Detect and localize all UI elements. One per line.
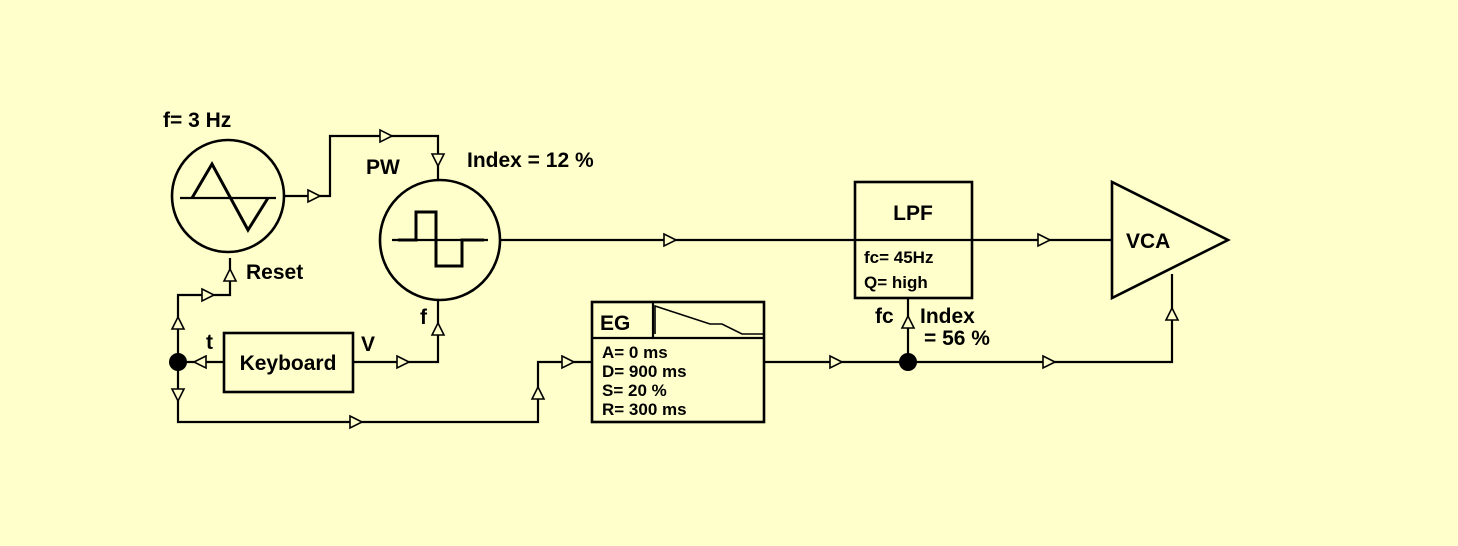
envelope-shape-icon [654,304,764,335]
wire-lfo-to-pw [285,134,440,198]
eg-param-decay: D= 900 ms [602,362,687,381]
keyboard-v-label: V [361,333,375,356]
lfo-freq-label: f= 3 Hz [163,109,231,132]
arrow-up-icon [170,315,186,330]
junction-dot-eg [899,353,917,371]
eg-param-sustain: S= 20 % [602,381,667,400]
keyboard-block [222,331,355,394]
arrow-right-icon [379,128,394,144]
arrow-right-icon [1037,232,1052,248]
wire-to-reset [176,258,232,362]
eg-title: EG [600,312,630,335]
vca-title: VCA [1126,230,1170,253]
arrow-right-icon [663,232,678,248]
pulse-index-label: Index = 12 % [467,149,594,172]
arrow-up-icon [222,267,238,282]
pw-input-label: PW [366,156,400,179]
arrow-right-icon [307,188,322,204]
eg-param-release: R= 300 ms [602,400,687,419]
lfo-reset-label: Reset [246,261,303,284]
lpf-title: LPF [893,202,933,225]
arrow-right-icon [829,354,844,370]
arrow-right-icon [349,414,364,430]
arrow-up-icon [430,321,446,336]
arrow-right-icon [396,354,411,370]
arrow-left-icon [192,354,207,370]
square-wave-icon [392,210,488,268]
sine-wave-icon [180,160,276,233]
junction-dot-keyboard [169,353,187,371]
lpf-block [853,180,974,300]
arrow-up-icon [1164,306,1180,321]
envelope-generator [590,300,766,424]
wire-to-vca [908,274,1174,364]
lpf-q-value: Q= high [864,273,928,292]
keyboard-t-label: t [206,331,213,354]
arrow-right-icon [561,354,576,370]
arrow-up-icon [530,385,546,400]
keyboard-title: Keyboard [240,352,337,375]
lpf-index-label: Index [920,305,975,328]
arrow-down-icon [170,388,186,403]
arrow-right-icon [1042,354,1057,370]
lfo-oscillator [170,138,286,254]
lpf-index-value: = 56 % [924,327,990,350]
lpf-fc-input-label: fc [875,305,894,328]
eg-param-attack: A= 0 ms [602,343,668,362]
vca-amplifier [1110,179,1231,301]
pulse-oscillator [378,178,502,302]
arrow-down-icon [430,153,446,168]
arrow-up-icon [900,314,916,329]
arrow-right-icon [201,287,216,303]
wire-keyboard-to-f [353,300,440,364]
f-input-label: f [420,306,428,329]
lpf-fc-value: fc= 45Hz [864,248,933,267]
